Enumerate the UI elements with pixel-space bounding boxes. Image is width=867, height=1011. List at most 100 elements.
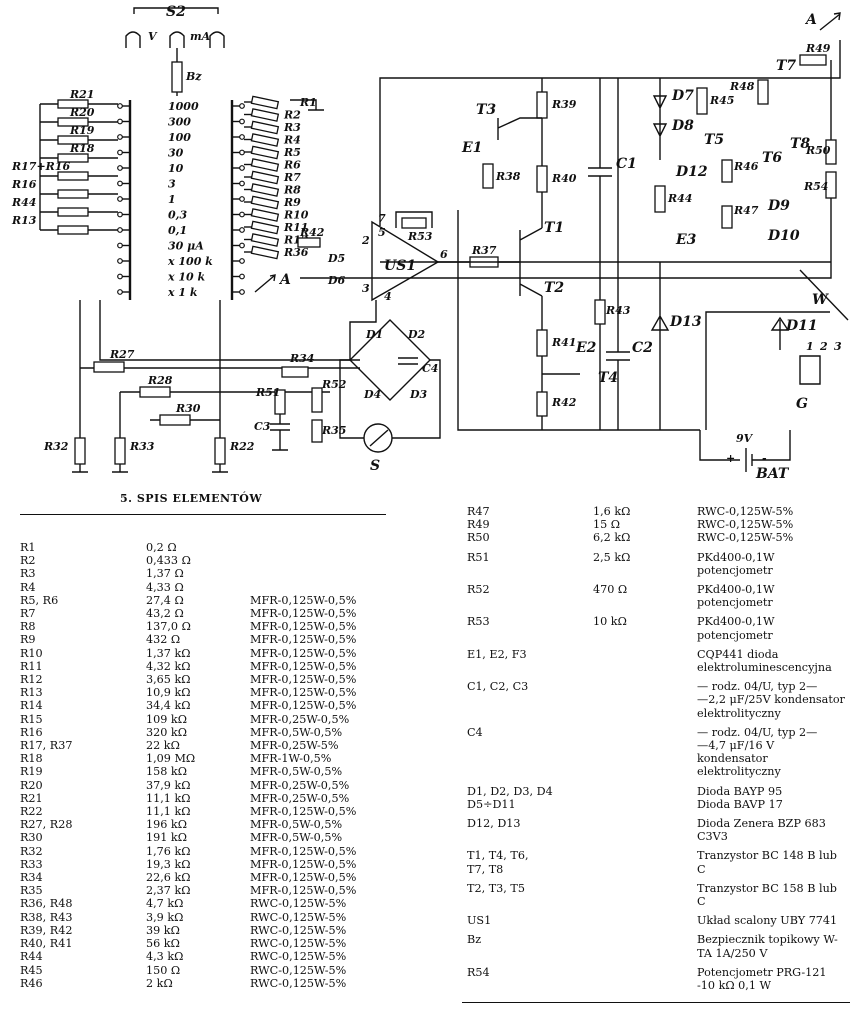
r30 (159, 414, 191, 426)
part-type: RWC-0,125W-5% (697, 505, 794, 518)
d13-label: D13 (669, 314, 702, 330)
left-contacts (117, 103, 130, 295)
part-row: C1, C2, C3— rodz. 04/U, typ 2— —2,2 μF/2… (467, 680, 859, 720)
t5-label: T5 (704, 132, 724, 148)
t4-label: T4 (598, 370, 618, 386)
part-value: 27,4 Ω (146, 593, 184, 607)
pin6-label: 6 (440, 248, 448, 261)
bat-plus: + (726, 452, 735, 465)
right-resistor (250, 220, 280, 235)
part-type: PKd400-0,1W potencjometr (697, 550, 775, 577)
a-top-label: A (804, 12, 817, 28)
s2-terminals (125, 31, 225, 48)
part-name: R1 (20, 541, 36, 554)
switch-contact (117, 273, 123, 280)
part-value: 137,0 Ω (146, 620, 191, 634)
part-type: Tranzystor BC 158 B lub C (697, 881, 837, 909)
e2-label: E2 (575, 340, 597, 356)
part-value: 22,6 kΩ (146, 871, 191, 885)
part-name: R45 (20, 963, 43, 977)
part-value: 1,76 kΩ (146, 844, 191, 858)
d5-label: D5 (327, 252, 345, 265)
part-row: C4— rodz. 04/U, typ 2— —4,7 μF/16 V kond… (467, 726, 859, 779)
part-type: RWC-0,125W-5% (250, 897, 347, 911)
range-label: 10 (168, 162, 184, 175)
part-type: PKd400-0,1W potencjometr (697, 583, 775, 610)
part-type: Dioda BAYP 95 (697, 784, 783, 798)
g-pin3-label: 3 (834, 340, 842, 353)
part-value: 158 kΩ (146, 765, 187, 779)
r35-label: R35 (321, 424, 346, 437)
range-label: 3 (168, 178, 176, 191)
part-type: PKd400-0,1W potencjometr (697, 615, 775, 642)
part-type: RWC-0,125W-5% (250, 963, 347, 977)
r52 (311, 387, 323, 413)
left-resistor-label: R17+R16 (11, 160, 70, 173)
r33-label: R33 (129, 440, 155, 453)
range-label: 100 (168, 131, 191, 144)
r27 (93, 361, 125, 373)
r46-label: R46 (733, 160, 759, 173)
part-name: R2 (20, 554, 36, 568)
r49 (799, 54, 827, 66)
d1-label: D1 (365, 328, 383, 341)
part-value: 4,7 kΩ (146, 897, 184, 911)
part-value: 1,09 MΩ (146, 752, 196, 766)
part-name: R47 (467, 505, 490, 518)
ma-label: mA (190, 30, 211, 43)
range-label: 0,1 (168, 224, 187, 237)
part-type: MFR-0,125W-0,5% (250, 844, 357, 858)
range-label: x 1 k (167, 286, 198, 299)
r47 (721, 205, 733, 229)
part-type: RWC-0,125W-5% (250, 910, 347, 924)
switch-contact (117, 211, 123, 218)
part-name: C4 (467, 725, 483, 739)
r22 (214, 437, 226, 465)
left-resistor-label: R20 (69, 106, 95, 119)
part-name: R19 (20, 765, 43, 779)
part-type: MFR-0,5W-0,5% (250, 765, 343, 779)
part-value: 11,1 kΩ (146, 805, 191, 819)
e1-label: E1 (461, 140, 482, 156)
d4-label: D4 (363, 388, 381, 401)
range-label: 300 (168, 116, 191, 129)
part-value: 191 kΩ (146, 831, 187, 845)
r32 (74, 437, 86, 465)
part-name: R4 (20, 580, 36, 594)
r54-label: R54 (803, 180, 828, 193)
part-value: 150 Ω (146, 963, 181, 977)
t3-label: T3 (476, 102, 496, 118)
r35 (311, 419, 323, 443)
part-type: RWC-0,125W-5% (250, 976, 347, 990)
part-value: 470 Ω (593, 583, 628, 597)
part-type: RWC-0,125W-5% (697, 518, 794, 532)
part-type (250, 541, 420, 554)
r44b (654, 185, 666, 213)
part-value: 6,2 kΩ (593, 531, 631, 545)
r49-label: R49 (805, 42, 831, 55)
part-name: R54 (467, 965, 490, 979)
part-value: 39 kΩ (146, 923, 180, 937)
left-resistor (57, 225, 89, 235)
c4-label: C4 (422, 362, 438, 375)
part-type: MFR-0,5W-0,5% (250, 831, 343, 845)
part-value: 15 Ω (593, 518, 621, 532)
d9-label: D9 (767, 198, 790, 214)
part-name: D1, D2, D3, D4 (467, 784, 553, 798)
range-label: 1 (168, 193, 176, 206)
part-name: R33 (20, 857, 43, 871)
